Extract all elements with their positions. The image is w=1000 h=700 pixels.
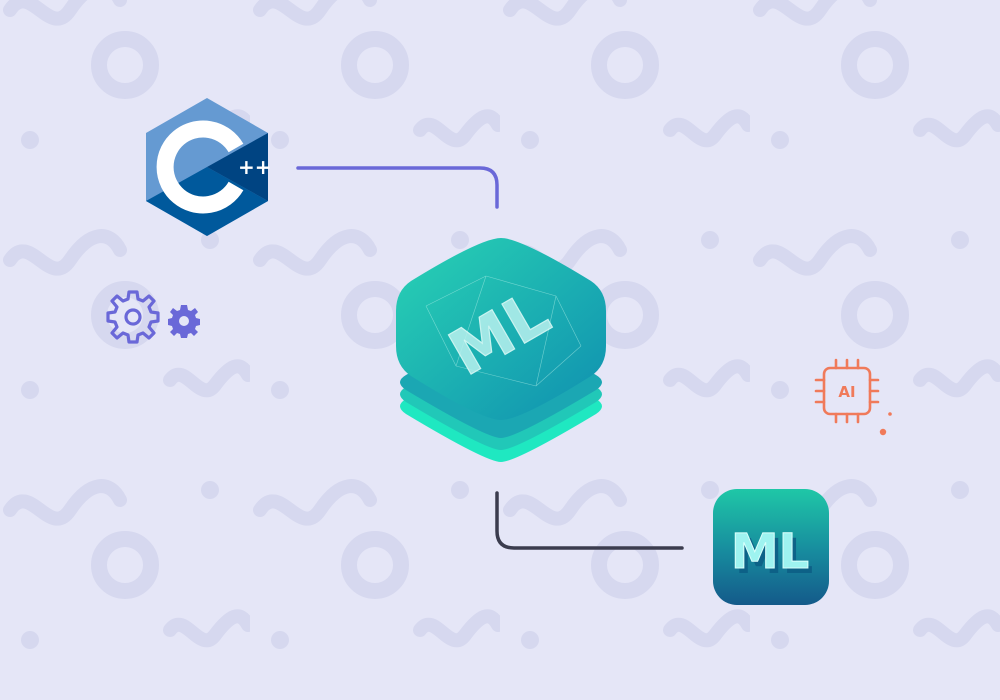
coreml-icon: ML [396, 236, 606, 466]
ai-chip-label: AI [838, 383, 855, 401]
cpp-logo-plus: ++ [238, 155, 270, 179]
createml-icon: ML ML [713, 489, 829, 605]
gear-outline-icon [106, 290, 160, 344]
createml-label: ML [731, 524, 809, 580]
cpp-logo-icon: ++ [144, 96, 270, 238]
createml-label-shadow: ML [735, 529, 813, 585]
connector-coreml-to-createml [495, 491, 684, 550]
connector-cpp-to-coreml [296, 166, 499, 209]
gear-solid-icon [168, 305, 200, 338]
gears-group [104, 288, 208, 348]
ai-chip-icon: AI [812, 358, 902, 440]
